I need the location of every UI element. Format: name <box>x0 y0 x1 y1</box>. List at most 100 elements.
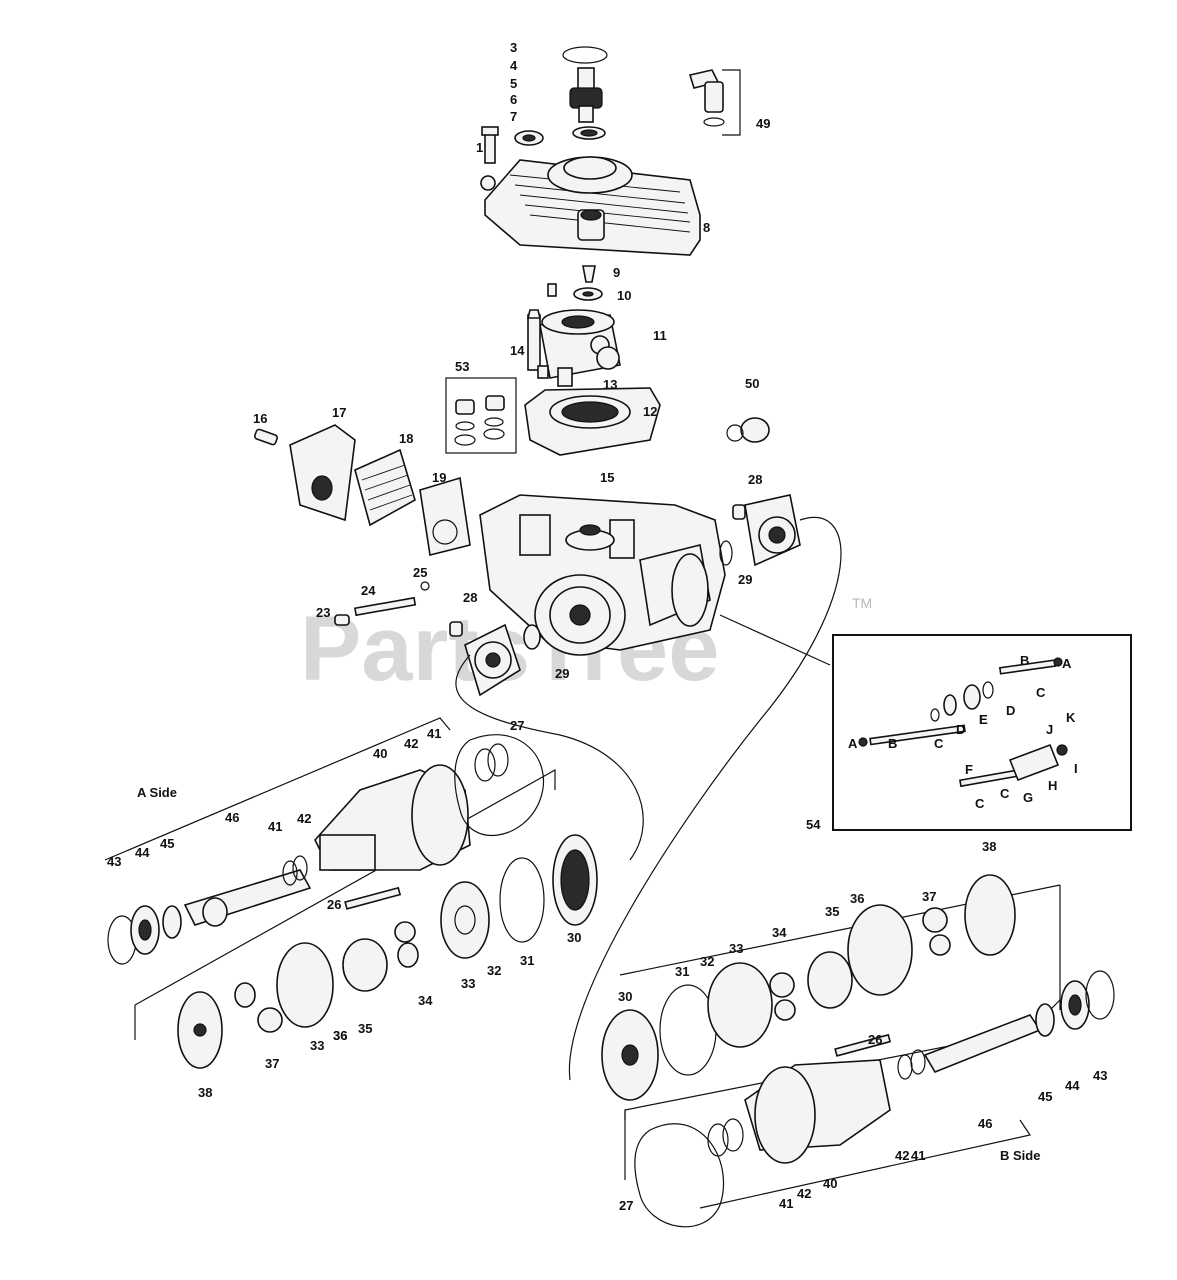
inset-letter: C <box>1000 786 1010 801</box>
callout-label: 34 <box>772 925 787 940</box>
callout-label: 41 <box>268 819 282 834</box>
seal-kit-53 <box>445 377 517 454</box>
callout-label: 29 <box>738 572 752 587</box>
callout-label: 46 <box>978 1116 992 1131</box>
callout-labels: 1 3 4 5 6 7 8 9 10 11 12 13 14 15 16 17 … <box>107 40 1107 1213</box>
inset-letter: C <box>934 736 944 751</box>
inset-letter: B <box>1020 653 1029 668</box>
callout-label: 44 <box>1065 1078 1080 1093</box>
callout-label: 19 <box>432 470 446 485</box>
callout-label: 4 <box>510 58 518 73</box>
inset-letter: E <box>979 712 988 727</box>
callout-label: 15 <box>600 470 614 485</box>
callout-label: 37 <box>265 1056 279 1071</box>
callout-label: 9 <box>613 265 620 280</box>
b-side-label: B Side <box>1000 1148 1040 1163</box>
main-housing <box>479 494 726 656</box>
axle-b <box>923 1014 1042 1073</box>
inset-letter: E <box>979 712 988 727</box>
callout-label: 40 <box>373 746 387 761</box>
callout-label: 36 <box>850 891 864 906</box>
callout-label: 18 <box>399 431 413 446</box>
callout-label: 54 <box>806 817 821 832</box>
callout-label: 43 <box>107 854 121 869</box>
callout-label: 37 <box>922 889 936 904</box>
retaining-ring-3 <box>562 46 608 64</box>
a-side-assembly <box>104 717 598 1069</box>
callout-label: 28 <box>748 472 762 487</box>
callout-label: 46 <box>225 810 239 825</box>
callout-label: 40 <box>823 1176 837 1191</box>
section-labels: A Side B Side <box>137 785 1040 1163</box>
callout-label: 42 <box>297 811 311 826</box>
callout-label: 45 <box>160 836 174 851</box>
inset-letter: I <box>1074 761 1078 776</box>
callout-label: 27 <box>619 1198 633 1213</box>
watermark-tm: TM <box>852 595 872 611</box>
callout-label: 28 <box>463 590 477 605</box>
callout-label: 33 <box>729 941 743 956</box>
callout-label: 49 <box>756 116 770 131</box>
fitting-49 <box>688 69 741 136</box>
callout-label: 33 <box>310 1038 324 1053</box>
callout-label: 12 <box>643 404 657 419</box>
callout-label: 17 <box>332 405 346 420</box>
inset-letter: J <box>1046 722 1053 737</box>
inset-letter: F <box>965 762 973 777</box>
callout-label: 32 <box>700 954 714 969</box>
input-shaft <box>577 67 595 91</box>
callout-label: 10 <box>617 288 631 303</box>
callout-label: 14 <box>510 343 525 358</box>
callout-label: 29 <box>555 666 569 681</box>
callout-label: 31 <box>675 964 689 979</box>
inset-letter: D <box>1006 703 1015 718</box>
callout-label: 7 <box>510 109 517 124</box>
callout-label: 41 <box>779 1196 793 1211</box>
callout-label: 38 <box>982 839 996 854</box>
callout-label: 41 <box>911 1148 925 1163</box>
side-covers <box>253 424 471 556</box>
callout-label: 26 <box>327 897 341 912</box>
inset-letter: C <box>975 796 985 811</box>
callout-label: 42 <box>895 1148 909 1163</box>
callout-label: 23 <box>316 605 330 620</box>
top-cover-assembly <box>480 46 741 456</box>
callout-label: 24 <box>361 583 376 598</box>
callout-label: 38 <box>198 1085 212 1100</box>
a-side-label: A Side <box>137 785 177 800</box>
inset-54 <box>832 634 1132 831</box>
callout-label: 53 <box>455 359 469 374</box>
callout-label: 35 <box>825 904 839 919</box>
callout-label: 30 <box>618 989 632 1004</box>
callout-label: 25 <box>413 565 427 580</box>
callout-label: 27 <box>510 718 524 733</box>
inset-letter: H <box>1048 778 1057 793</box>
inset-letters: A B C D E A B C D E J K I F C G H C <box>848 653 1078 811</box>
callout-label: 1 <box>476 140 483 155</box>
callout-label: 34 <box>418 993 433 1008</box>
inset-letter: B <box>888 736 897 751</box>
callout-label: 30 <box>567 930 581 945</box>
callout-label: 43 <box>1093 1068 1107 1083</box>
callout-label: 45 <box>1038 1089 1052 1104</box>
callout-label: 8 <box>703 220 710 235</box>
callout-label: 31 <box>520 953 534 968</box>
b-side-assembly <box>601 874 1115 1228</box>
callout-label: 26 <box>868 1032 882 1047</box>
inset-letter: D <box>956 722 965 737</box>
callout-label: 13 <box>603 377 617 392</box>
inset-letter: A <box>1062 656 1072 671</box>
callout-label: 44 <box>135 845 150 860</box>
inset-letter: C <box>1036 685 1046 700</box>
inset-letter: A <box>848 736 858 751</box>
inset-letter: G <box>1023 790 1033 805</box>
callout-label: 6 <box>510 92 517 107</box>
callout-label: 36 <box>333 1028 347 1043</box>
callout-label: 50 <box>745 376 759 391</box>
callout-label: 32 <box>487 963 501 978</box>
hubs <box>334 417 801 697</box>
callout-label: 16 <box>253 411 267 426</box>
callout-label: 42 <box>404 736 418 751</box>
callout-label: 41 <box>427 726 441 741</box>
